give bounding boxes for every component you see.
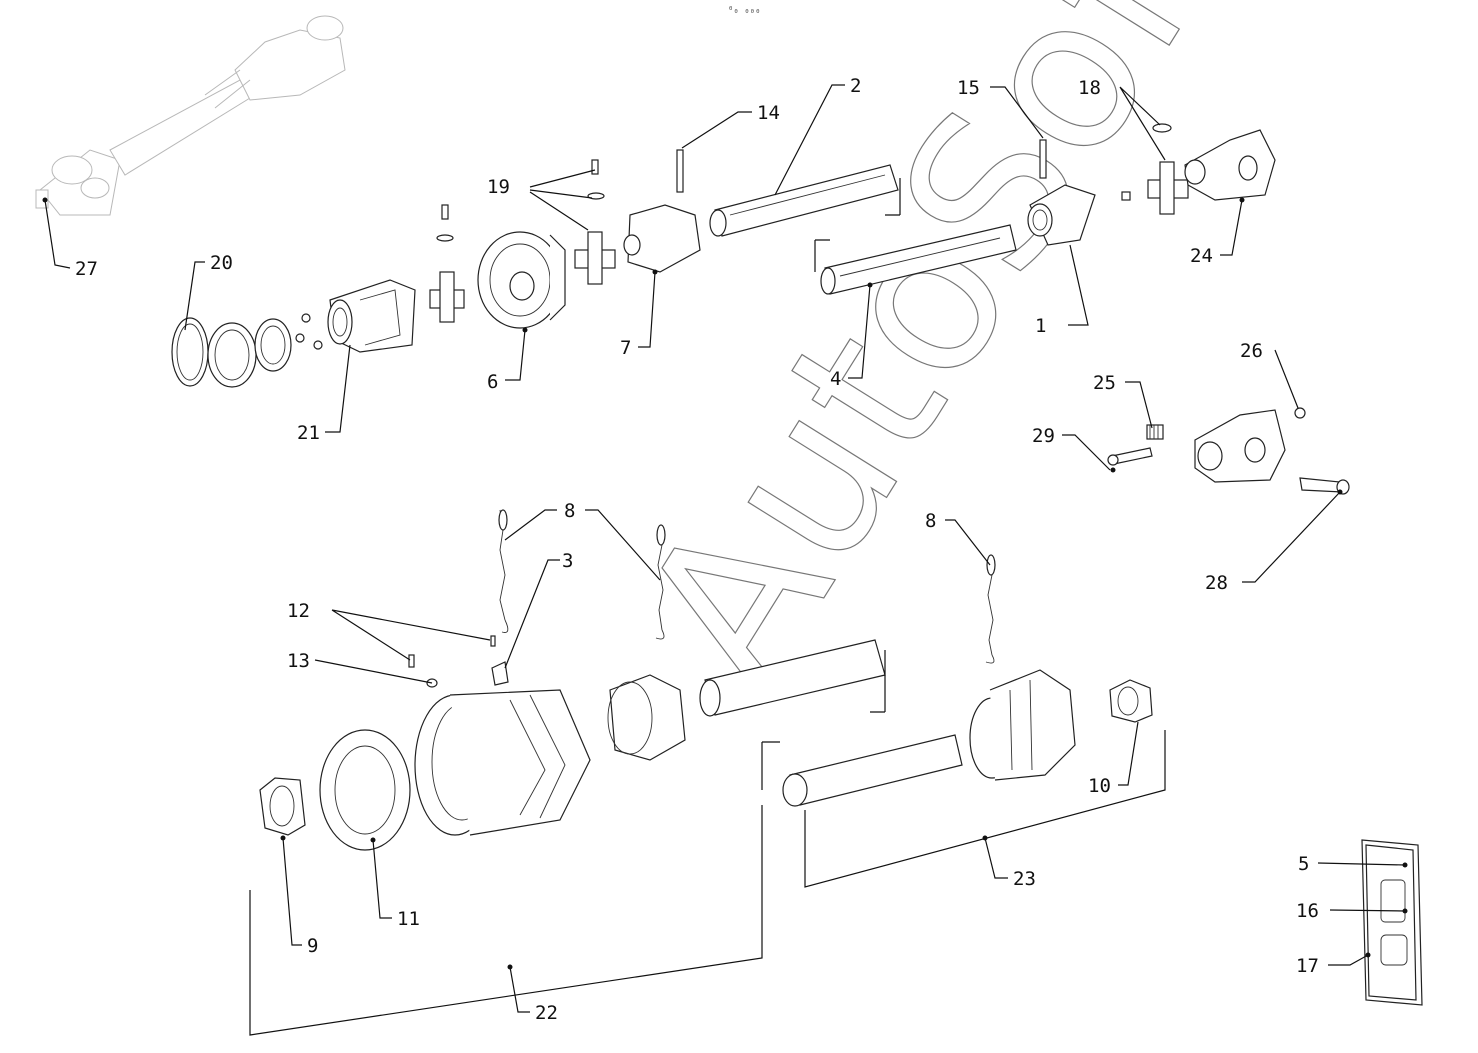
part-2-outer-tube xyxy=(709,164,899,237)
part-1-yoke xyxy=(1027,184,1096,246)
callout-5: 5 xyxy=(1298,853,1309,875)
callout-7: 7 xyxy=(620,337,631,359)
part-29-bolt xyxy=(1107,447,1153,466)
callout-22: 22 xyxy=(535,1002,558,1024)
callout-18: 18 xyxy=(1078,77,1101,99)
callout-6: 6 xyxy=(487,371,498,393)
callout-8-left: 8 xyxy=(564,500,575,522)
part-22-guard-cone xyxy=(414,689,591,836)
part-6-flange xyxy=(477,231,566,329)
header-mark: ⁰₀ ₀₀₀ xyxy=(728,6,761,16)
part-manual-booklet xyxy=(1361,839,1423,1006)
part-20-snap-ring xyxy=(171,317,209,387)
part-18-cross-journal xyxy=(1121,123,1189,215)
part-11-cone-plate xyxy=(319,729,411,851)
callout-labels: 1 2 3 4 5 6 7 8 8 9 10 11 12 13 14 15 16… xyxy=(75,75,1319,1024)
callout-20: 20 xyxy=(210,252,233,274)
watermark-text: AutoSoft xyxy=(595,0,1281,726)
callout-19: 19 xyxy=(487,176,510,198)
callout-14: 14 xyxy=(757,102,780,124)
callout-24: 24 xyxy=(1190,245,1213,267)
callout-9: 9 xyxy=(307,935,318,957)
part-8-chain-right xyxy=(985,554,996,664)
part-25-spring xyxy=(1146,424,1164,440)
part-24-yoke-housing xyxy=(1184,129,1276,201)
part-3-bracket xyxy=(491,661,509,686)
callout-27: 27 xyxy=(75,258,98,280)
reference-driveshaft-drawing xyxy=(35,15,346,216)
callout-16: 16 xyxy=(1296,900,1319,922)
leader-lines xyxy=(44,84,1406,1036)
callout-4: 4 xyxy=(830,368,841,390)
callout-25: 25 xyxy=(1093,372,1116,394)
callout-15: 15 xyxy=(957,77,980,99)
part-7-yoke xyxy=(623,204,701,273)
part-19-cross-journal xyxy=(574,159,616,285)
callout-8-right: 8 xyxy=(925,510,936,532)
callout-17: 17 xyxy=(1296,955,1319,977)
part-guard-tube-right xyxy=(782,734,963,807)
watermark: AutoSoft xyxy=(594,0,1281,727)
part-clutch-yoke xyxy=(1194,409,1286,483)
part-4-inner-tube xyxy=(820,224,1017,295)
part-12-screws xyxy=(408,635,496,668)
part-23-guard-bell-right xyxy=(969,669,1076,781)
part-10-bearing-ring xyxy=(1109,679,1153,723)
part-cross-journal xyxy=(429,204,465,323)
callout-11: 11 xyxy=(397,908,420,930)
callout-21: 21 xyxy=(297,422,320,444)
part-26-nut xyxy=(1294,407,1306,419)
part-14-pin xyxy=(676,149,684,193)
callout-2: 2 xyxy=(850,75,861,97)
part-8-chain-middle xyxy=(655,524,666,640)
part-guard-bell-left xyxy=(607,674,686,761)
callout-28: 28 xyxy=(1205,572,1228,594)
callout-13: 13 xyxy=(287,650,310,672)
part-21-yoke xyxy=(327,279,416,353)
callout-29: 29 xyxy=(1032,425,1055,447)
part-8-chain-left xyxy=(498,509,509,633)
callout-26: 26 xyxy=(1240,340,1263,362)
part-15-pin xyxy=(1039,139,1047,179)
callout-10: 10 xyxy=(1088,775,1111,797)
leader-dots xyxy=(42,197,1408,970)
part-seal-rings xyxy=(207,313,323,388)
callout-3: 3 xyxy=(562,550,573,572)
callout-1: 1 xyxy=(1035,315,1046,337)
part-9-bearing-ring xyxy=(259,777,306,836)
callout-23: 23 xyxy=(1013,868,1036,890)
callout-12: 12 xyxy=(287,600,310,622)
